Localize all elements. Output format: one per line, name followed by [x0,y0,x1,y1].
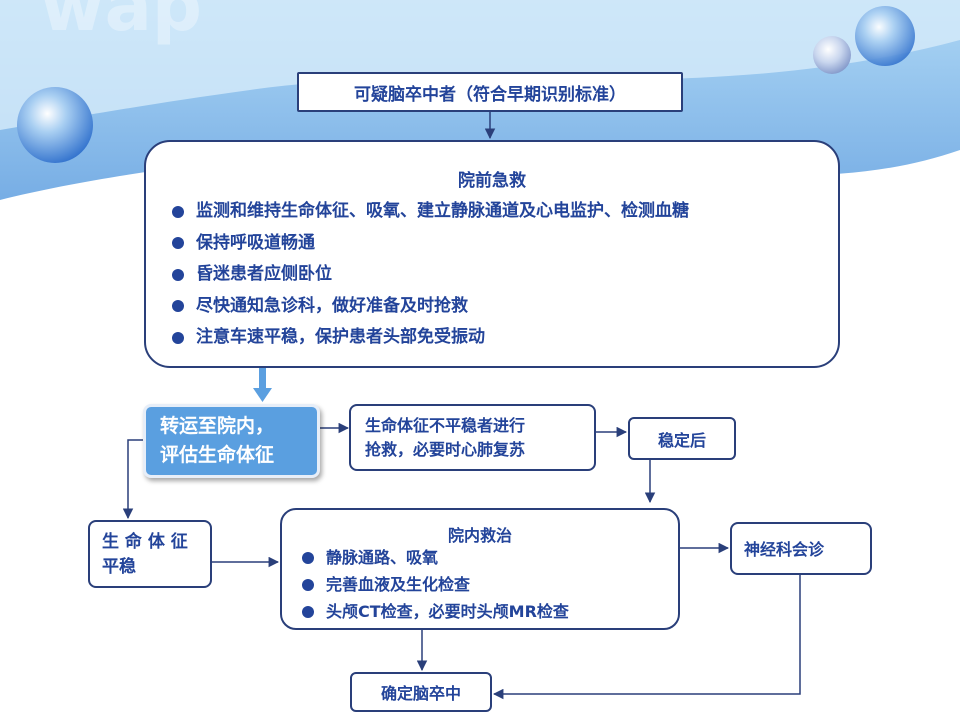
list-item: 注意车速平稳，保护患者头部免受振动 [168,322,689,354]
transfer-line-1: 转运至院内， [160,415,275,437]
watermark-text: wap [40,0,202,47]
unstable-line-1: 生命体征不平稳者进行 [365,416,526,435]
stable-line-2: 平稳 [102,557,136,577]
stabilized-text: 稳定后 [657,430,706,450]
confirm-stroke-text: 确定脑卒中 [380,684,461,703]
suspected-stroke-text: 可疑脑卒中者（符合早期识别标准） [354,84,626,105]
stabilized-box: 稳定后 [628,417,736,460]
neurology-consult-box: 神经科会诊 [730,522,872,575]
stable-vitals-box: 生 命 体 征 平稳 [88,520,212,588]
prehospital-box: 院前急救 监测和维持生命体征、吸氧、建立静脉通道及心电监护、检测血糖 保持呼吸道… [144,140,840,368]
transfer-assess-box: 转运至院内， 评估生命体征 [143,404,320,478]
prehospital-list: 监测和维持生命体征、吸氧、建立静脉通道及心电监护、检测血糖 保持呼吸道畅通 昏迷… [168,196,689,354]
transfer-line-2: 评估生命体征 [160,444,275,466]
suspected-stroke-box: 可疑脑卒中者（符合早期识别标准） [297,72,683,112]
decor-orb-top-right [855,6,915,66]
inhospital-box: 院内救治 静脉通路、吸氧 完善血液及生化检查 头颅CT检查，必要时头颅MR检查 [280,508,680,630]
confirm-stroke-box: 确定脑卒中 [350,672,492,712]
decor-orb-small [813,36,851,74]
decor-orb-left [17,87,93,163]
stable-line-1: 生 命 体 征 [102,532,188,552]
list-item: 头颅CT检查，必要时头颅MR检查 [298,598,569,625]
unstable-line-2: 抢救，必要时心肺复苏 [365,440,526,459]
list-item: 监测和维持生命体征、吸氧、建立静脉通道及心电监护、检测血糖 [168,196,689,228]
unstable-vitals-box: 生命体征不平稳者进行 抢救，必要时心肺复苏 [349,404,596,471]
inhospital-title: 院内救治 [447,526,512,545]
list-item: 尽快通知急诊科，做好准备及时抢救 [168,291,689,323]
neurology-consult-text: 神经科会诊 [744,540,825,559]
list-item: 完善血液及生化检查 [298,571,569,598]
prehospital-title: 院前急救 [458,171,526,191]
list-item: 昏迷患者应侧卧位 [168,259,689,291]
list-item: 静脉通路、吸氧 [298,544,569,571]
list-item: 保持呼吸道畅通 [168,228,689,260]
inhospital-list: 静脉通路、吸氧 完善血液及生化检查 头颅CT检查，必要时头颅MR检查 [298,544,569,625]
